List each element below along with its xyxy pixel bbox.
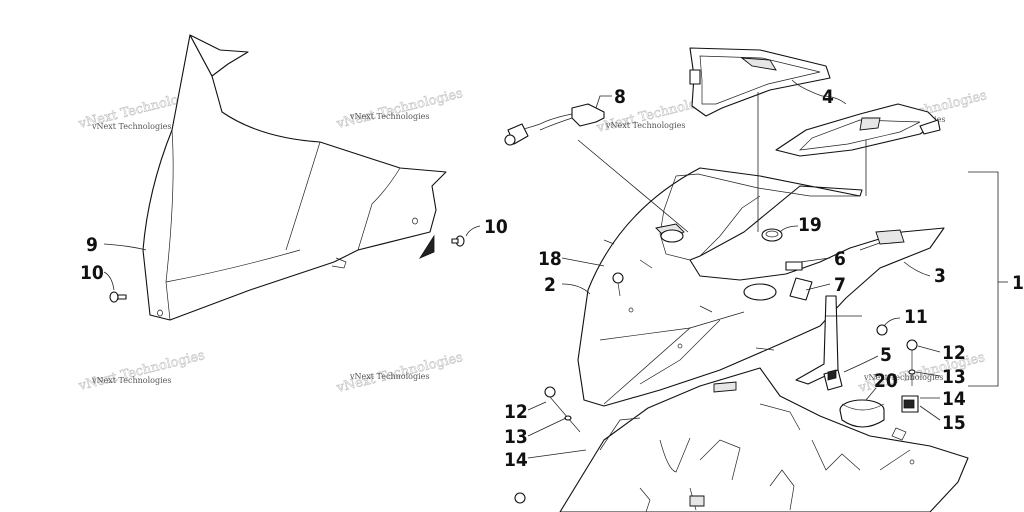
lens-lower (775, 103, 941, 157)
callout-13-right: 13 (942, 366, 966, 388)
fastener-stack-left (514, 386, 581, 504)
watermark-text: vNext Technologies (863, 373, 943, 382)
watermark-text: vNext Technologies (91, 376, 171, 385)
callout-15: 15 (942, 412, 966, 434)
callout-11: 11 (904, 306, 928, 328)
callout-12-left: 12 (504, 401, 528, 423)
callout-1: 1 (1012, 272, 1024, 294)
switch-5 (823, 369, 843, 391)
callout-9: 9 (86, 234, 98, 256)
boot-20 (839, 399, 885, 428)
belly-pan (559, 367, 969, 512)
callout-4: 4 (822, 86, 834, 108)
watermark-shadow: vNext Technologies (76, 348, 206, 394)
callout-5: 5 (880, 344, 892, 366)
leader-lines (103, 79, 1008, 459)
callout-10-right: 10 (484, 216, 508, 238)
lens-upper (689, 47, 831, 117)
windshield (142, 34, 447, 321)
watermark-text: vNext Technologies (349, 112, 429, 121)
watermark-text: vNext Technologies (91, 122, 171, 131)
screw-10-right (451, 235, 465, 247)
callout-19: 19 (798, 214, 822, 236)
watermark-shadow: vNext Technologies (334, 86, 464, 132)
callout-3: 3 (934, 265, 946, 287)
callout-14-left: 14 (504, 449, 528, 471)
callout-7: 7 (834, 274, 846, 296)
callout-6: 6 (834, 248, 846, 270)
mount-bracket (795, 295, 888, 385)
callout-20: 20 (874, 370, 898, 392)
callout-14-right: 14 (942, 388, 966, 410)
callout-2: 2 (544, 274, 556, 296)
nose-cone (577, 167, 945, 407)
callout-18: 18 (538, 248, 562, 270)
callouts: 1 2 3 4 5 6 7 8 9 10 10 11 12 12 13 13 1… (80, 86, 1024, 471)
wiring-harness (504, 103, 605, 146)
fastener-stack-right (891, 339, 919, 441)
watermark-text: vNext Technologies (605, 121, 685, 130)
callout-13-left: 13 (504, 426, 528, 448)
screw-18 (612, 272, 624, 297)
grommet-19 (761, 228, 783, 242)
watermark-text: vNext Technologies (349, 372, 429, 381)
callout-10-left: 10 (80, 262, 104, 284)
callout-8: 8 (614, 86, 626, 108)
callout-12-right: 12 (942, 342, 966, 364)
screw-10-left (109, 291, 127, 303)
